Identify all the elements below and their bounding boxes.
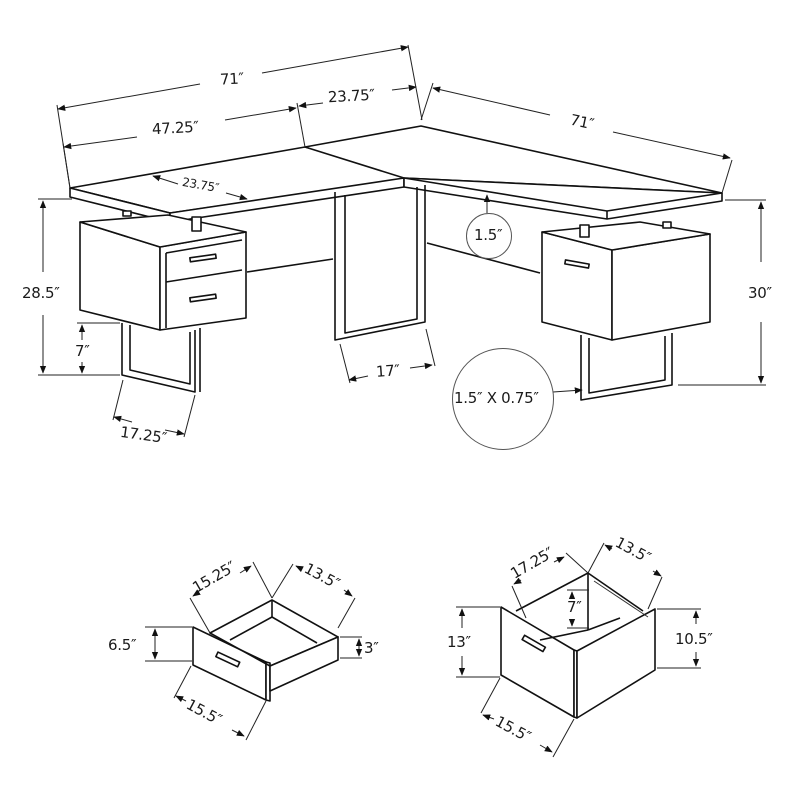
- label-overall-height: 30″: [748, 284, 772, 302]
- label-top-thickness: 1.5″: [474, 226, 503, 244]
- label-file-drawer-side-height: 10.5″: [675, 630, 713, 648]
- small-drawer: [192, 599, 339, 702]
- top-thickness-callout-circle: [466, 213, 512, 259]
- desk-top: [69, 125, 723, 223]
- label-file-drawer-inner-height: 7″: [567, 598, 582, 616]
- label-corner-depth: 23.75″: [327, 85, 376, 107]
- left-pedestal: [79, 210, 247, 331]
- right-leg: [580, 333, 673, 401]
- label-file-drawer-front-height: 13″: [447, 633, 471, 651]
- small-drawer-dimensions: [145, 561, 363, 741]
- leg-profile-callout-circle: [452, 348, 554, 450]
- label-small-drawer-side-height: 3″: [364, 639, 379, 657]
- label-leg-profile: 1.5″ X 0.75″: [454, 389, 539, 407]
- label-leg-clearance: 7″: [75, 342, 90, 360]
- label-small-drawer-front-height: 6.5″: [108, 636, 137, 654]
- right-pedestal: [541, 221, 711, 341]
- label-center-leg-width: 17″: [375, 361, 401, 381]
- left-leg: [121, 323, 201, 393]
- file-drawer: [500, 572, 656, 719]
- label-left-total-length: 71″: [219, 69, 245, 89]
- center-leg: [334, 185, 426, 341]
- label-right-desk-length: 71″: [568, 110, 596, 134]
- dimension-lines: [38, 44, 766, 438]
- label-pedestal-height: 28.5″: [22, 284, 60, 302]
- label-left-desk-length: 47.25″: [151, 117, 200, 139]
- file-drawer-dimensions: [456, 542, 701, 758]
